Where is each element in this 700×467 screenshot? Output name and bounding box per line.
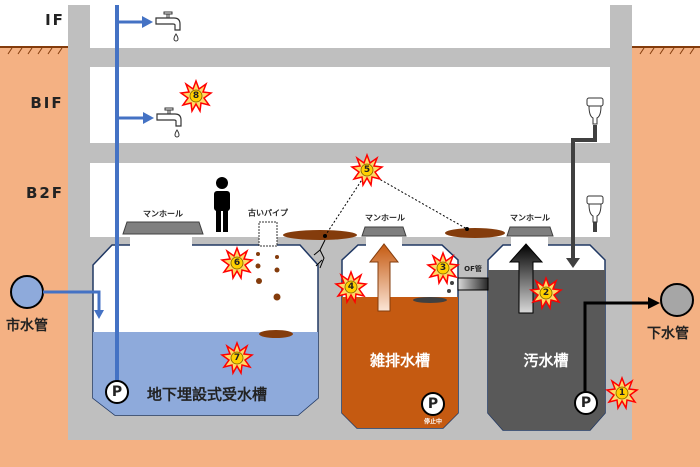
odor-arrow-gray-water: [368, 243, 400, 312]
receiving-tank-label: 地下埋設式受水槽: [146, 385, 268, 404]
room-b1f: [90, 67, 610, 143]
marker-2: 2: [542, 288, 550, 298]
marker-6: 6: [233, 258, 241, 268]
overflow-pipe: [457, 277, 489, 291]
old-pipe-label: 古いパイプ: [248, 208, 288, 218]
manhole-label-3: マンホール: [510, 213, 550, 223]
discharge-pipe: [583, 301, 650, 392]
pump-stopped-label: 停止中: [423, 418, 443, 426]
manhole-cover-3[interactable]: [506, 226, 554, 237]
manhole-label-2: マンホール: [365, 213, 405, 223]
puddle-left: [283, 230, 357, 240]
ground-hatch: [7, 47, 695, 55]
person-icon: [214, 177, 230, 232]
marker-8: 8: [192, 91, 200, 101]
sewer-pipe-label: 下水管: [647, 326, 689, 342]
pump-label-gray-water: P: [427, 396, 439, 412]
sewage-tank-label: 汚水槽: [523, 351, 569, 370]
floor-label-b1f: BIF: [30, 94, 64, 112]
pump-icon-gray-water: [421, 392, 445, 416]
marker-3: 3: [439, 263, 447, 273]
pump-label-sewage: P: [580, 395, 592, 411]
room-1f: [90, 5, 610, 48]
sewage-tank: [487, 236, 606, 431]
gray-water-tank-label: 雑排水槽: [369, 351, 431, 370]
manhole-cover-2[interactable]: [361, 226, 407, 237]
contamination-floating: [259, 330, 293, 338]
sewer-pipe-icon: [660, 283, 694, 317]
crack: [313, 239, 326, 269]
manhole-cover-1[interactable]: [122, 221, 204, 235]
pump-label-receiving: P: [111, 384, 123, 400]
old-pipe: [258, 221, 278, 247]
city-water-pipe-label: 市水管: [6, 318, 48, 334]
manhole-label-1: マンホール: [143, 209, 183, 219]
marker-7: 7: [233, 353, 241, 363]
pump-icon-receiving: [105, 380, 129, 404]
floor-label-b2f: B2F: [25, 184, 65, 202]
marker-1: 1: [618, 388, 626, 398]
city-water-pipe-icon: [10, 275, 44, 309]
leak-drops: [255, 252, 281, 301]
puddle-right: [445, 228, 505, 238]
pump-icon-sewage: [574, 391, 598, 415]
marker-5: 5: [363, 165, 371, 175]
floor-label-1f: IF: [45, 11, 65, 29]
odor-arrow-sewage: [508, 243, 544, 314]
receiving-tank: [92, 234, 319, 416]
marker-4: 4: [347, 282, 355, 292]
of-pipe-label: OF管: [464, 265, 482, 273]
toilet-drain-pipe: [571, 125, 597, 262]
